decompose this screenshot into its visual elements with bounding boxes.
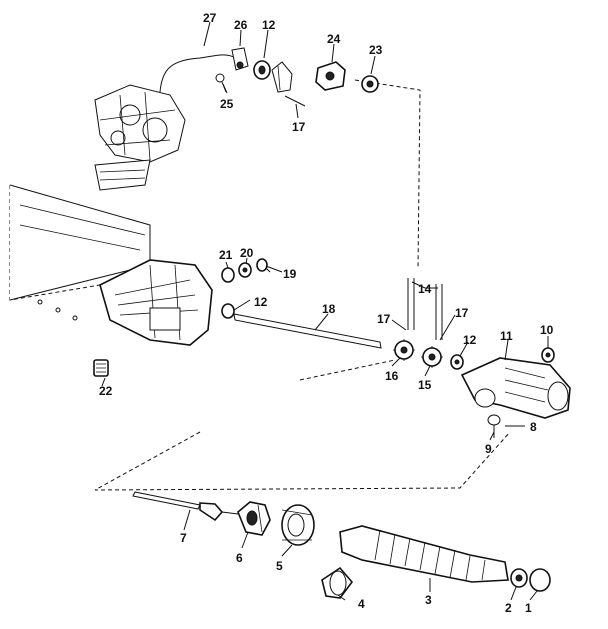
label-part-4: 4 [358, 597, 365, 611]
cap-1 [529, 568, 551, 592]
label-part-6: 6 [236, 551, 243, 565]
label-part-25: 25 [220, 97, 234, 111]
label-part-18: 18 [322, 302, 336, 316]
washer-2 [510, 568, 528, 588]
collar-5 [281, 504, 315, 546]
label-part-23: 23 [369, 43, 383, 57]
label-part-10: 10 [540, 323, 554, 337]
drive-shaft-3 [339, 525, 509, 583]
lower-dashed-guide [94, 431, 511, 491]
nut-12-top [253, 60, 271, 80]
nut-23 [361, 75, 379, 93]
label-part-27: 27 [203, 11, 217, 25]
label-part-3: 3 [425, 593, 432, 607]
label-part-12-right: 12 [463, 333, 477, 347]
label-part-17-left: 17 [377, 312, 391, 326]
gear-15 [421, 346, 443, 368]
throttle-cable-27 [159, 54, 237, 93]
shaft-7 [132, 491, 239, 522]
screw-9 [487, 414, 501, 438]
label-part-5: 5 [276, 559, 283, 573]
bearing-4 [321, 566, 354, 599]
pin-17-top [284, 95, 306, 107]
swivel-block-24 [315, 61, 346, 91]
label-part-15: 15 [418, 378, 432, 392]
bolt-19 [256, 258, 283, 273]
label-part-24: 24 [327, 32, 341, 46]
label-part-7: 7 [180, 531, 187, 545]
label-part-17-right: 17 [455, 306, 469, 320]
nut-12-right [450, 354, 464, 370]
label-part-1: 1 [525, 601, 532, 615]
screw-25 [215, 73, 227, 93]
washer-21 [221, 267, 235, 283]
shift-rod-18 [233, 313, 382, 349]
label-part-16: 16 [385, 369, 399, 383]
transmission-housing [99, 259, 213, 346]
linkage-bracket [271, 61, 293, 93]
label-part-19: 19 [283, 267, 297, 281]
carburetor-body [94, 84, 186, 191]
label-part-12-top: 12 [262, 18, 276, 32]
label-part-22: 22 [99, 384, 113, 398]
label-part-12-middle: 12 [254, 295, 268, 309]
label-part-14: 14 [418, 282, 432, 296]
label-part-26: 26 [234, 18, 248, 32]
gear-16 [393, 339, 415, 361]
spring-pins-14 [407, 278, 443, 340]
shift-lever-housing-11 [460, 357, 571, 419]
leader-lines [101, 21, 549, 601]
coupling-6 [237, 501, 271, 536]
label-part-17-top: 17 [292, 120, 306, 134]
bolt-22 [93, 359, 109, 377]
middle-dashed-guide [299, 359, 396, 381]
cable-clamp-26 [231, 47, 249, 71]
label-part-8: 8 [530, 420, 537, 434]
label-part-9: 9 [485, 442, 492, 456]
nut-12-middle [221, 303, 235, 319]
label-part-20: 20 [240, 246, 254, 260]
label-part-11: 11 [500, 329, 513, 343]
washer-20 [238, 262, 252, 278]
washer-10 [541, 347, 555, 363]
upper-dashed-guide [354, 79, 421, 269]
label-part-21: 21 [219, 248, 233, 262]
label-part-2: 2 [505, 601, 512, 615]
